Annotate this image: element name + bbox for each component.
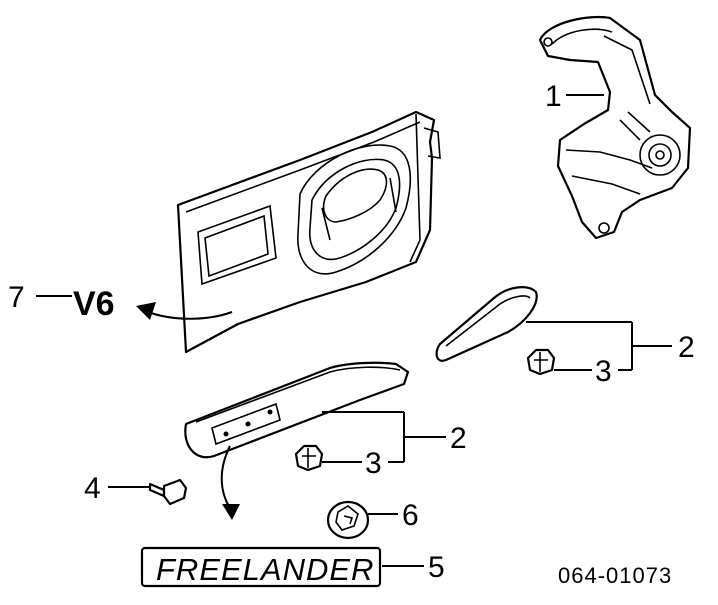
callout-2b: 2 [450, 422, 467, 455]
callout-6: 6 [402, 499, 419, 532]
part-5-freelander-badge: FREELANDER 5 [140, 546, 445, 588]
drawing-number: 064-01073 [558, 563, 672, 588]
part-7-side-panel [176, 110, 441, 354]
down-arrow-head [222, 504, 240, 520]
callout-3a: 3 [595, 355, 612, 388]
v6-arrow-head [136, 302, 156, 320]
part-4-fastener: 4 [84, 472, 188, 506]
callout-5: 5 [428, 551, 445, 584]
v6-arrow [147, 311, 233, 320]
part-2-upper-moulding [435, 286, 632, 362]
bracket-2a [631, 322, 672, 370]
callout-7: 7 [8, 281, 25, 314]
v6-badge-group: V6 7 [8, 281, 233, 323]
v6-badge: V6 [73, 285, 115, 323]
callout-3b: 3 [365, 447, 382, 480]
part-1-bracket-assembly [538, 15, 692, 240]
callout-2a: 2 [678, 331, 695, 364]
part-3-lower-clip: 3 [294, 444, 404, 480]
down-arrow [220, 445, 231, 509]
callout-4: 4 [84, 472, 101, 505]
part-3-upper-clip: 3 [526, 348, 632, 388]
callout-1: 1 [545, 80, 562, 113]
freelander-badge: FREELANDER [156, 552, 374, 587]
part-2-lower-moulding [184, 361, 410, 459]
bracket-2b [403, 412, 446, 462]
callout-1-group: 1 [545, 80, 604, 113]
part-6-round-badge: 6 [326, 499, 419, 540]
